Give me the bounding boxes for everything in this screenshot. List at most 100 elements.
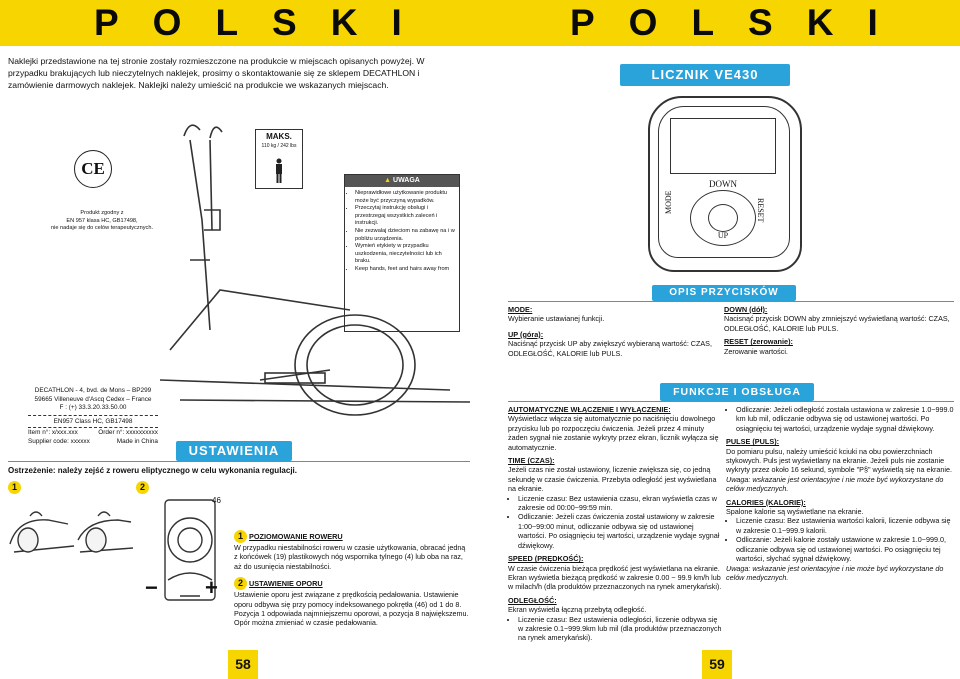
address-line-3: F : (+) 33.3.20.33.50.00 <box>59 404 127 411</box>
settings-item-1: 1 POZIOMOWANIE ROWERU W przypadku niesta… <box>234 530 470 628</box>
page-number-right: 59 <box>702 650 732 679</box>
functions-left-col: AUTOMATYCZNE WŁĄCZENIE I WYŁĄCZENIE: Wyś… <box>508 405 722 643</box>
address-line-2: 59665 Villeneuve d'Ascq Cedex – France <box>34 395 152 403</box>
item-1-title: POZIOMOWANIE ROWERU <box>249 532 343 541</box>
warning-item: Nie zezwalaj dzieciom na zabawę na i w p… <box>355 228 457 243</box>
warning-item: Przeczytaj instrukcję obsługi i przestrz… <box>355 205 457 228</box>
counter-title: LICZNIK VE430 <box>620 64 790 86</box>
reset-text: Zerowanie wartości. <box>724 346 788 356</box>
speed-text: W czasie ćwiczenia bieżąca prędkość jest… <box>508 563 722 592</box>
resistance-knob-illustration <box>164 499 216 601</box>
calories-note: Uwaga: wskazanie jest orientacyjne i nie… <box>726 563 944 582</box>
item-2-title: USTAWIENIE OPORU <box>249 579 323 589</box>
settings-title: USTAWIENIA <box>176 441 292 461</box>
distance-bullets-cont: Odliczanie: Jeżeli odległość została ust… <box>726 405 954 433</box>
warning-label: ▲ UWAGA Nieprawidłowe użytkowanie produk… <box>344 174 460 332</box>
pulse-text: Do pomiaru pulsu, należy umieścić kciuki… <box>726 446 953 475</box>
step-2-badge: 2 <box>136 481 149 494</box>
down-text: Nacisnąć przycisk DOWN aby zmniejszyć wy… <box>724 314 950 333</box>
console-frame <box>648 96 802 272</box>
warning-list: Nieprawidłowe użytkowanie produktu może … <box>347 190 457 274</box>
supplier-code: Supplier code: xxxxxx <box>28 437 90 445</box>
functions-right-col: Odliczanie: Jeżeli odległość została ust… <box>726 405 954 582</box>
distance-head: ODLEGŁOŚĆ: <box>508 595 557 605</box>
buttons-divider <box>508 301 954 302</box>
reset-head: RESET (zerowanie): <box>724 337 793 347</box>
knob-callout-number: 46 <box>212 496 221 505</box>
warning-header: ▲ UWAGA <box>345 175 459 187</box>
settings-item-1-head: 1 POZIOMOWANIE ROWERU <box>234 530 470 543</box>
address-divider-2 <box>28 427 158 428</box>
calories-bullet: Liczenie czasu: Bez ustawienia wartości … <box>736 516 954 535</box>
mode-text: Wybieranie ustawianej funkcji. <box>508 314 605 324</box>
warning-title: UWAGA <box>393 177 420 184</box>
order-number: Order n°: xxxxxxxxxx <box>98 429 158 436</box>
up-head: UP (góra): <box>508 329 544 339</box>
max-weight-label: MAKS. 110 kg / 242 lbs <box>255 129 303 189</box>
item-2-text: Ustawienie oporu jest związane z prędkoś… <box>234 590 469 628</box>
settings-item-2-head: 2 USTAWIENIE OPORU <box>234 577 470 591</box>
calories-text: Spalone kalorie są wyświetlane na ekrani… <box>726 507 864 517</box>
header-title-left: POLSKI <box>94 2 436 43</box>
mode-button[interactable]: MODE <box>664 190 673 214</box>
distance-bullet: Liczenie czasu: Bez ustawienia odległośc… <box>518 615 722 643</box>
settings-divider <box>8 461 470 462</box>
buttons-left-col: MODE: Wybieranie ustawianej funkcji. UP … <box>508 305 716 358</box>
distance-bullet: Odliczanie: Jeżeli odległość została ust… <box>736 405 954 433</box>
item-1-badge: 1 <box>234 530 247 543</box>
warning-item: Wymień etykiety w przypadku uszkodzenia,… <box>355 243 457 266</box>
up-button[interactable]: UP <box>717 231 729 240</box>
address-line-1: DECATHLON - 4, bvd. de Mons – BP299 <box>34 387 152 394</box>
reset-button[interactable]: RESET <box>756 198 765 223</box>
time-bullets: Liczenie czasu: Bez ustawienia czasu, ek… <box>508 494 722 550</box>
calories-head: CALORIES (KALORIE): <box>726 497 806 507</box>
minus-sign: − <box>145 575 158 600</box>
header-bar-left <box>0 0 480 46</box>
pulse-note: Uwaga: wskazanie jest orientacyjne i nie… <box>726 474 944 494</box>
address-divider-1 <box>28 414 158 416</box>
buttons-section-title: OPIS PRZYCISKÓW <box>652 285 796 301</box>
ce-mark-text: CE <box>81 159 105 178</box>
header-title-right: POLSKI <box>570 2 912 43</box>
console-screen <box>670 118 776 174</box>
mode-head: MODE: <box>508 305 533 314</box>
console-inner <box>658 106 790 258</box>
up-text: Naciśnąć przycisk UP aby zwiększyć wybie… <box>508 339 712 358</box>
item-2-badge: 2 <box>234 577 247 591</box>
elliptical-trainer-illustration <box>159 124 471 416</box>
distance-bullets: Liczenie czasu: Bez ustawienia odległośc… <box>508 615 722 643</box>
warning-item: Keep hands, feet and hairs away from <box>355 266 457 274</box>
address-label: DECATHLON - 4, bvd. de Mons – BP299 5966… <box>28 387 158 446</box>
intro-text: Naklejki przedstawione na tej stronie zo… <box>8 56 425 90</box>
person-icon <box>276 158 282 183</box>
settings-warning: Ostrzeżenie: należy zejść z roweru elipt… <box>8 466 297 475</box>
time-bullet: Odliczanie: Jeżeli czas ćwiczenia został… <box>518 512 722 550</box>
item-1-text: W przypadku niestabilności roweru w czas… <box>234 543 466 571</box>
speed-head: SPEED (PRĘDKOŚĆ): <box>508 554 584 564</box>
calories-bullet: Odliczanie: Jeżeli kalorie zostały ustaw… <box>736 535 954 563</box>
down-head: DOWN (dół): <box>724 305 768 314</box>
max-value: 110 kg / 242 lbs <box>261 143 297 149</box>
ce-mark-icon: CE <box>74 150 112 188</box>
page-number-left: 58 <box>228 650 258 679</box>
time-text: Jeżeli czas nie został ustawiony, liczen… <box>508 465 717 494</box>
plus-sign: + <box>205 575 218 600</box>
norm-label-line-1: Produkt zgodny z <box>80 210 124 216</box>
warning-triangle-icon: ▲ <box>384 177 394 184</box>
step-1-badge: 1 <box>8 481 21 494</box>
functions-divider <box>508 401 954 402</box>
address-supplier-row: Supplier code: xxxxxx Made in China <box>28 438 158 447</box>
console-center <box>708 204 738 232</box>
time-bullet: Liczenie czasu: Bez ustawienia czasu, ek… <box>518 494 722 513</box>
norm-label-line-2: EN 957 klasa HC, GB17498, <box>66 217 138 224</box>
calories-bullets: Liczenie czasu: Bez ustawienia wartości … <box>726 516 954 563</box>
distance-text: Ekran wyświetla łączną przebytą odległoś… <box>508 605 647 615</box>
warning-item: Nieprawidłowe użytkowanie produktu może … <box>355 190 457 205</box>
made-in: Made in China <box>116 437 158 445</box>
norm-label-line-3: nie nadaje się do celów terapeutycznych. <box>51 225 153 232</box>
address-item-row: Item n°: x/xxx.xxx Order n°: xxxxxxxxxx <box>28 429 158 438</box>
time-head: TIME (CZAS): <box>508 456 555 466</box>
pulse-head: PULSE (PULS): <box>726 437 780 447</box>
norm-label: Produkt zgodny z EN 957 klasa HC, GB1749… <box>42 210 162 233</box>
down-button[interactable]: DOWN <box>709 179 737 189</box>
